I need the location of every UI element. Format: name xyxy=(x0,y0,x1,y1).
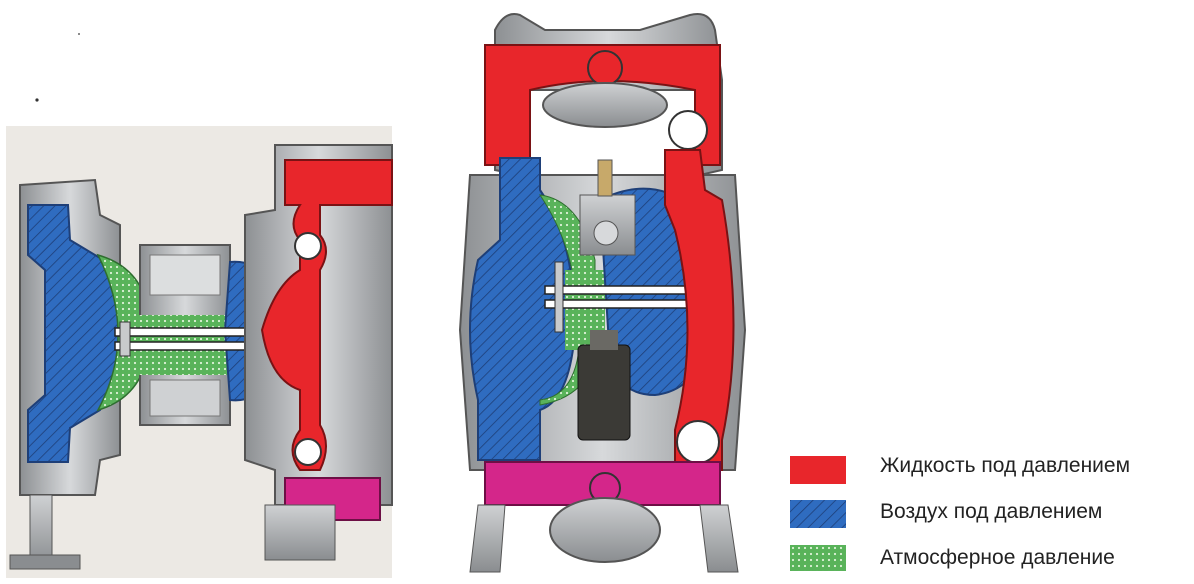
legend-label-air: Воздух под давлением xyxy=(880,500,1102,524)
legend-item-liquid: Жидкость под давлением xyxy=(790,452,1190,492)
lower-ball-valve xyxy=(295,439,321,465)
top-outlet xyxy=(588,51,622,85)
legend-item-air: Воздух под давлением xyxy=(790,498,1190,538)
atmospheric-pressure-swatch xyxy=(790,544,846,572)
upper-ball-valve xyxy=(295,233,321,259)
legend-item-atmosphere: Атмосферное давление xyxy=(790,544,1190,584)
bottom-ball-valve xyxy=(677,421,719,463)
left-pump-section xyxy=(6,126,392,578)
legend-label-liquid: Жидкость под давлением xyxy=(880,454,1130,478)
speck-dot xyxy=(78,33,80,35)
top-ball-valve xyxy=(669,111,707,149)
speck-dot xyxy=(35,98,38,101)
right-pump-section xyxy=(460,14,745,572)
legend: Жидкость под давлением Воздух под давлен… xyxy=(790,452,1190,572)
air-pressure-swatch xyxy=(790,500,846,528)
liquid-pressure-swatch xyxy=(790,456,846,484)
legend-label-atmosphere: Атмосферное давление xyxy=(880,546,1115,570)
